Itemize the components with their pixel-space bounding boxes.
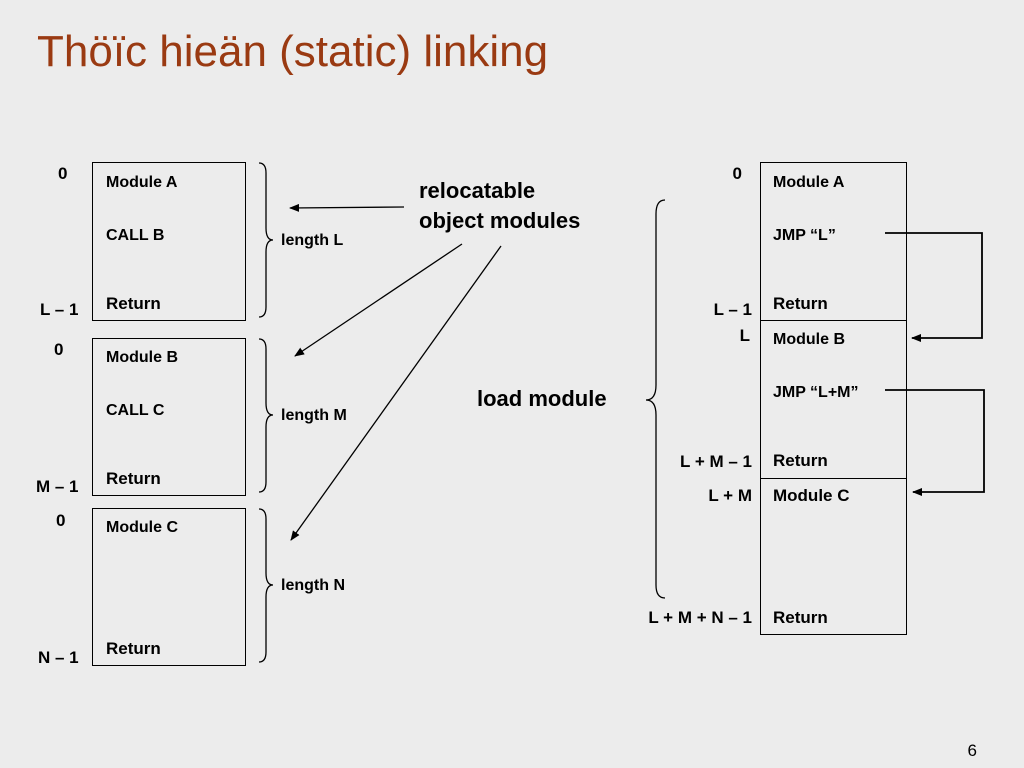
- relocatable-label-line1: relocatable: [419, 178, 536, 203]
- jump-arrow-l-plus-m: [885, 389, 985, 496]
- load-module-c-name: Module C: [773, 486, 850, 505]
- load-module-b-name: Module B: [773, 331, 845, 348]
- load-a-start-address: 0: [732, 164, 742, 183]
- load-module-b-return: Return: [773, 451, 828, 470]
- brace-load-module: [645, 199, 666, 599]
- module-c-end-address: N – 1: [38, 648, 79, 667]
- object-module-c-box: [92, 508, 246, 666]
- object-module-a-box: [92, 162, 246, 321]
- load-module-label: load module: [477, 386, 607, 411]
- load-c-end-address: L + M + N – 1: [648, 608, 752, 627]
- object-module-b-return: Return: [106, 469, 161, 488]
- module-b-start-address: 0: [54, 340, 64, 359]
- load-module-c-return: Return: [773, 608, 828, 627]
- load-b-start-address: L: [739, 326, 750, 345]
- length-n-label: length N: [281, 577, 345, 594]
- object-module-c-name: Module C: [106, 519, 178, 536]
- module-a-end-address: L – 1: [40, 300, 79, 319]
- object-module-a-call: CALL B: [106, 227, 165, 244]
- load-module-b-jmp: JMP “L+M”: [773, 384, 859, 401]
- arrow-to-module-a: [289, 203, 405, 212]
- slide-title: Thöïc hieän (static) linking: [37, 27, 549, 76]
- load-module-a-jmp: JMP “L”: [773, 227, 836, 244]
- object-module-c-return: Return: [106, 639, 161, 658]
- length-m-label: length M: [281, 407, 347, 424]
- module-b-end-address: M – 1: [36, 477, 79, 496]
- jump-arrow-l: [885, 232, 983, 342]
- load-module-divider-bc: [760, 478, 907, 479]
- load-module-a-return: Return: [773, 294, 828, 313]
- load-module-a-name: Module A: [773, 174, 845, 191]
- brace-length-m: [258, 338, 274, 493]
- object-module-b-call: CALL C: [106, 402, 165, 419]
- arrow-to-module-b: [294, 243, 463, 357]
- brace-length-l: [258, 162, 274, 318]
- object-module-a-name: Module A: [106, 174, 178, 191]
- load-c-start-address: L + M: [708, 486, 752, 505]
- load-a-end-address: L – 1: [713, 300, 752, 319]
- relocatable-label-line2: object modules: [419, 208, 581, 233]
- page-number: 6: [967, 741, 977, 760]
- load-b-end-address: L + M – 1: [680, 452, 752, 471]
- object-module-b-name: Module B: [106, 349, 178, 366]
- length-l-label: length L: [281, 232, 344, 249]
- module-c-start-address: 0: [56, 511, 66, 530]
- object-module-b-box: [92, 338, 246, 496]
- load-module-box: [760, 162, 907, 635]
- load-module-divider-ab: [760, 320, 907, 321]
- brace-length-n: [258, 508, 274, 663]
- module-a-start-address: 0: [58, 164, 68, 183]
- arrow-to-module-c: [290, 245, 502, 541]
- object-module-a-return: Return: [106, 294, 161, 313]
